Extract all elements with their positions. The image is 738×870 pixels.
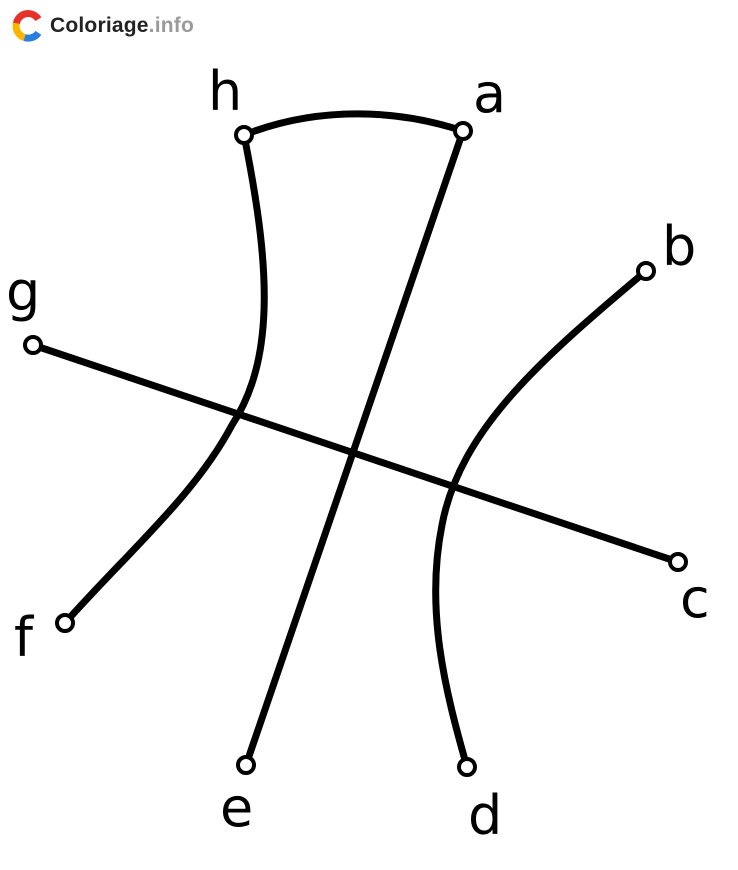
node-c xyxy=(668,552,688,572)
label-a: a xyxy=(473,62,506,125)
brand-text: Coloriage.info xyxy=(50,10,194,42)
connection-a-e xyxy=(242,127,467,769)
connection-h-a xyxy=(240,110,467,139)
site-brand[interactable]: Coloriage.info xyxy=(12,10,194,42)
node-a xyxy=(453,121,473,141)
label-f: f xyxy=(14,606,35,669)
brand-tld: .info xyxy=(148,14,194,37)
coloriage-c-logo-icon xyxy=(12,10,42,42)
brand-name: Coloriage xyxy=(50,14,149,37)
node-b xyxy=(636,261,656,281)
label-g: g xyxy=(6,260,40,323)
label-h: h xyxy=(208,60,242,123)
label-b: b xyxy=(662,215,696,278)
connection-h-f xyxy=(61,131,268,627)
node-d xyxy=(457,757,477,777)
connection-g-c xyxy=(29,341,682,566)
node-f xyxy=(55,613,75,633)
label-c: c xyxy=(680,567,710,630)
node-h xyxy=(234,125,254,145)
connection-b-d xyxy=(432,267,650,771)
node-e xyxy=(236,755,256,775)
node-g xyxy=(23,335,43,355)
label-d: d xyxy=(468,784,502,847)
label-e: e xyxy=(220,776,253,839)
